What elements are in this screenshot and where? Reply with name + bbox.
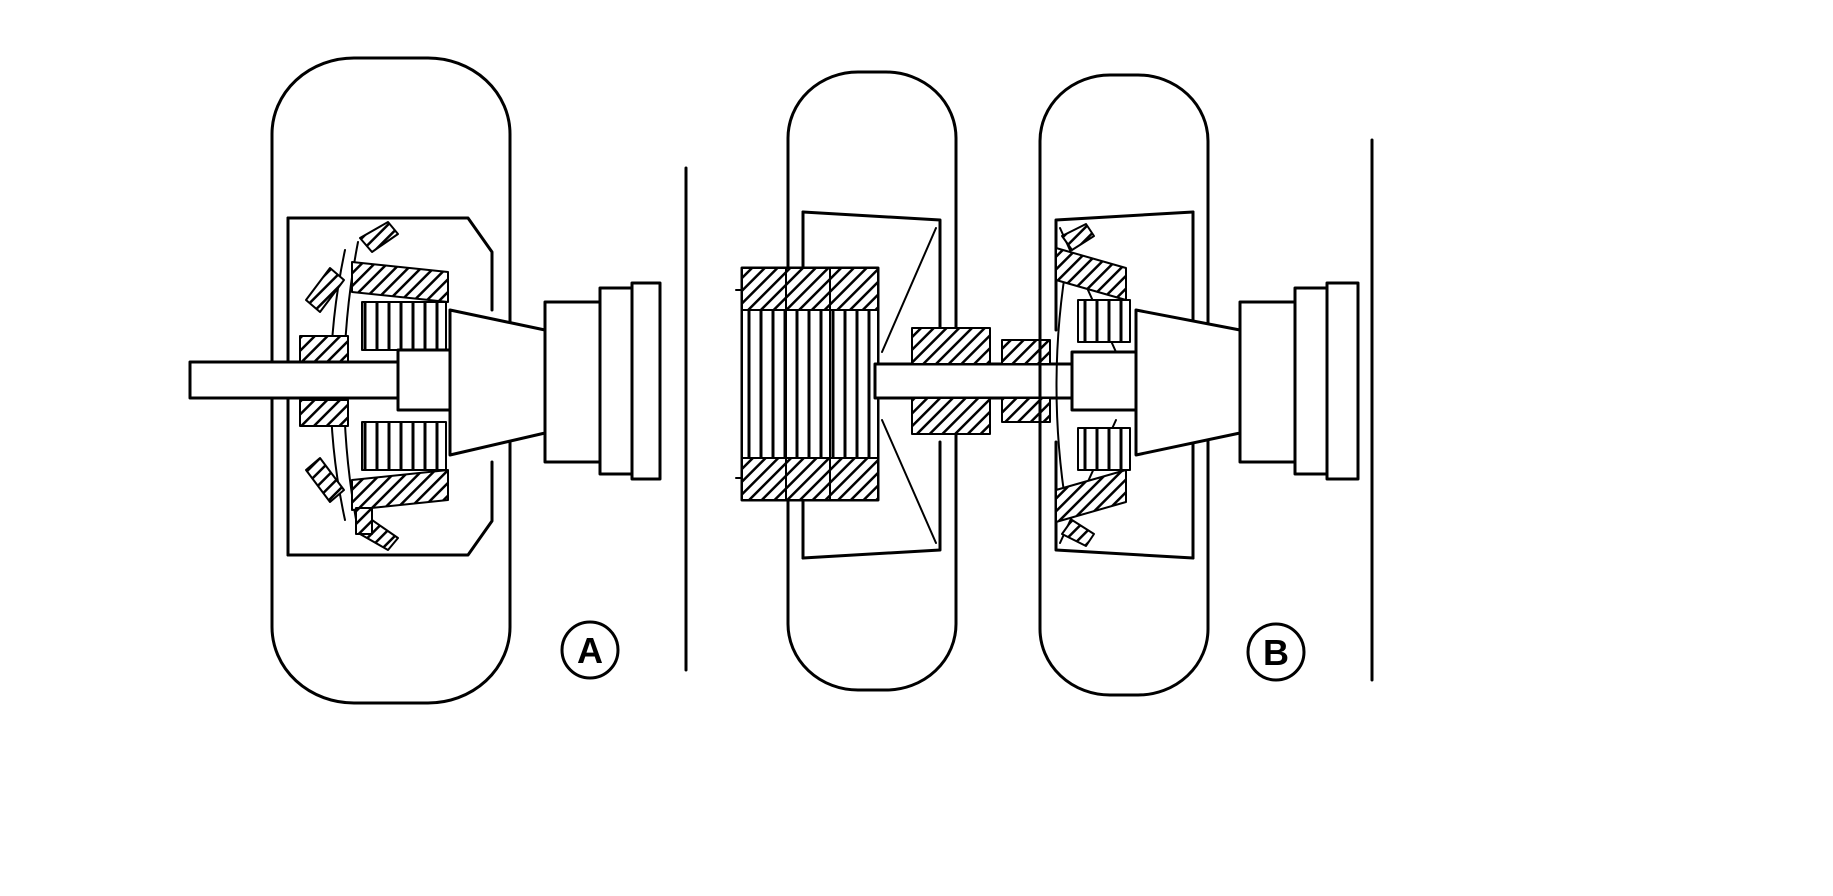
backing-plate-b [1055,254,1069,519]
lower-bearing-a [299,399,349,427]
label-b-badge: B [1246,622,1306,682]
disc-web-b-inner-bottom [881,419,937,544]
lower-strut-a [305,457,345,503]
axle-fasteners-b [911,327,1051,435]
hub-center-b [1070,350,1138,412]
axle-housing-a [448,281,662,481]
spacer-brake-pack-b [735,266,880,502]
fastener-lower-right [1001,397,1051,423]
upper-brake-shoe-a [351,261,449,303]
bottom-bracket-b [1061,519,1095,547]
lower-brake-shoe-b [1055,469,1127,523]
label-b-circle [1246,622,1306,682]
upper-friction-pack-a [361,301,447,351]
spacer-bottom-band [741,457,879,501]
top-bracket-b [1061,223,1095,251]
spacer-top-band [741,267,879,311]
label-a-circle [560,620,620,680]
spacer-plate-stack [741,309,879,459]
top-bracket-a [359,221,399,253]
fastener-upper-right [1001,339,1051,365]
housing-funnel-a [448,308,547,457]
upper-bearing-a [299,335,349,363]
label-b-text: B [1263,632,1289,673]
hub-brake-assembly-a [299,221,449,551]
hub-center-a [396,348,454,412]
upper-brake-shoe-b [1055,247,1127,301]
hub-brake-assembly-b [1055,223,1131,547]
housing-funnel-b [1134,308,1242,457]
fastener-upper-left [911,327,991,365]
axle-shaft-b [873,362,1085,400]
lower-friction-pack-b [1077,427,1131,471]
dual-wheel-assembly: B [735,70,1374,697]
disc-web-b-inner-top [881,227,937,353]
axle-housing-b [1134,281,1360,481]
label-a-text: A [577,630,603,671]
upper-friction-pack-b [1077,299,1131,343]
fastener-lower-left [911,397,991,435]
lower-friction-pack-a [361,421,447,471]
label-a-badge: A [560,620,620,680]
upper-strut-a [305,267,345,313]
axle-shaft-a [188,360,434,400]
lower-brake-shoe-a [351,469,449,511]
single-wheel-assembly: A [188,56,688,705]
